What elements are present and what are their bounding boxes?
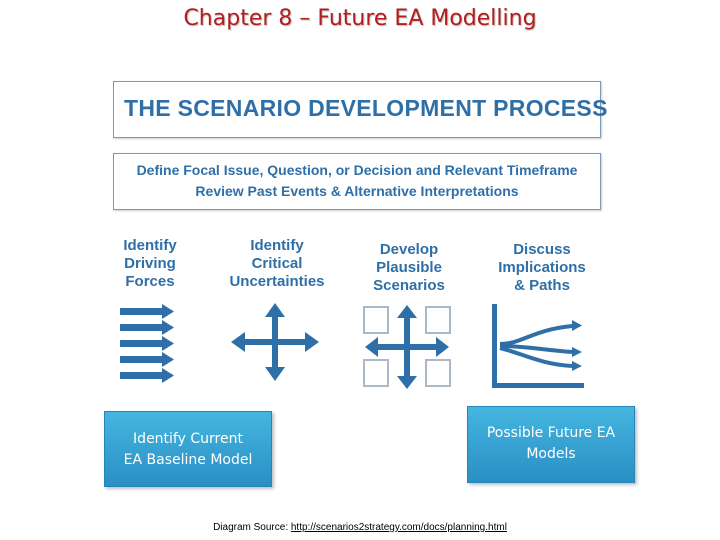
step-label-line: Develop xyxy=(379,241,439,258)
step-implications-paths: Discuss Implications & Paths xyxy=(488,241,596,295)
scenario-quadrants-icon xyxy=(363,305,451,389)
step-label-line: Driving xyxy=(124,255,176,272)
callout-line: Possible Future EA xyxy=(486,425,616,441)
diverging-paths-icon xyxy=(492,304,584,388)
step-label-line: Implications xyxy=(498,259,586,276)
step-label-line: Forces xyxy=(125,273,175,290)
step-critical-uncertainties: Identify Critical Uncertainties xyxy=(222,237,332,291)
focal-issue-box: Define Focal Issue, Question, or Decisio… xyxy=(113,153,601,210)
source-link[interactable]: http://scenarios2strategy.com/docs/plann… xyxy=(290,522,507,533)
step-driving-forces: Identify Driving Forces xyxy=(108,237,192,291)
step-label-line: Uncertainties xyxy=(229,273,325,290)
step-label-line: Identify xyxy=(250,237,304,254)
review-events-line: Review Past Events & Alternative Interpr… xyxy=(195,183,519,199)
current-baseline-callout: Identify Current EA Baseline Model xyxy=(104,411,272,487)
future-models-callout: Possible Future EA Models xyxy=(467,406,635,483)
callout-line: EA Baseline Model xyxy=(123,452,253,468)
parallel-arrows-icon xyxy=(120,304,174,383)
step-plausible-scenarios: Develop Plausible Scenarios xyxy=(357,241,461,295)
callout-line: Identify Current xyxy=(133,431,243,447)
four-way-arrows-icon xyxy=(231,303,319,381)
diagram-source: Diagram Source: http://scenarios2strateg… xyxy=(0,522,720,533)
process-heading: THE SCENARIO DEVELOPMENT PROCESS xyxy=(124,95,608,121)
step-label-line: Identify xyxy=(123,237,177,254)
step-label-line: Critical xyxy=(251,255,303,272)
callout-line: Models xyxy=(526,446,576,462)
step-label-line: Plausible xyxy=(376,259,442,276)
step-label-line: & Paths xyxy=(514,277,570,294)
step-label-line: Discuss xyxy=(513,241,571,258)
source-label: Diagram Source: xyxy=(213,522,291,533)
step-label-line: Scenarios xyxy=(373,277,445,294)
slide-title: Chapter 8 – Future EA Modelling xyxy=(183,6,537,31)
process-heading-box: THE SCENARIO DEVELOPMENT PROCESS xyxy=(113,81,607,138)
focal-issue-line: Define Focal Issue, Question, or Decisio… xyxy=(136,162,578,178)
